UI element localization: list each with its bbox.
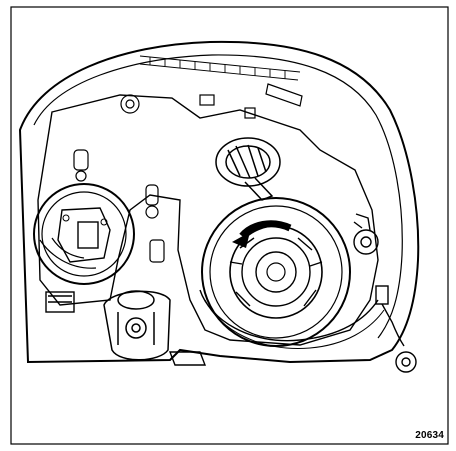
headlamp-housing [18,40,420,364]
rotate-counterclockwise-arrow [232,220,292,248]
figure-border [10,6,449,445]
sidelight-bulb-socket [215,137,281,201]
figure-reference-code: 20634 [415,430,444,441]
left-bulb-socket [33,183,135,285]
bulb-holder-lower [103,290,171,361]
adjuster-gear [353,213,379,255]
fixing-boss-top [120,94,140,114]
fixing-clip-top [199,83,303,119]
mounting-lug [168,351,207,366]
fixing-boss-left [73,149,89,182]
housing-inner-rim [33,54,403,339]
wiring-harness-lower [204,299,385,349]
housing-top-ribs [139,55,301,81]
wiring-connector [375,285,417,373]
housing-back-panel [37,94,379,346]
wiring-harness [199,289,379,342]
fixing-boss-center [145,184,165,263]
wiring-connector-left [45,291,75,313]
